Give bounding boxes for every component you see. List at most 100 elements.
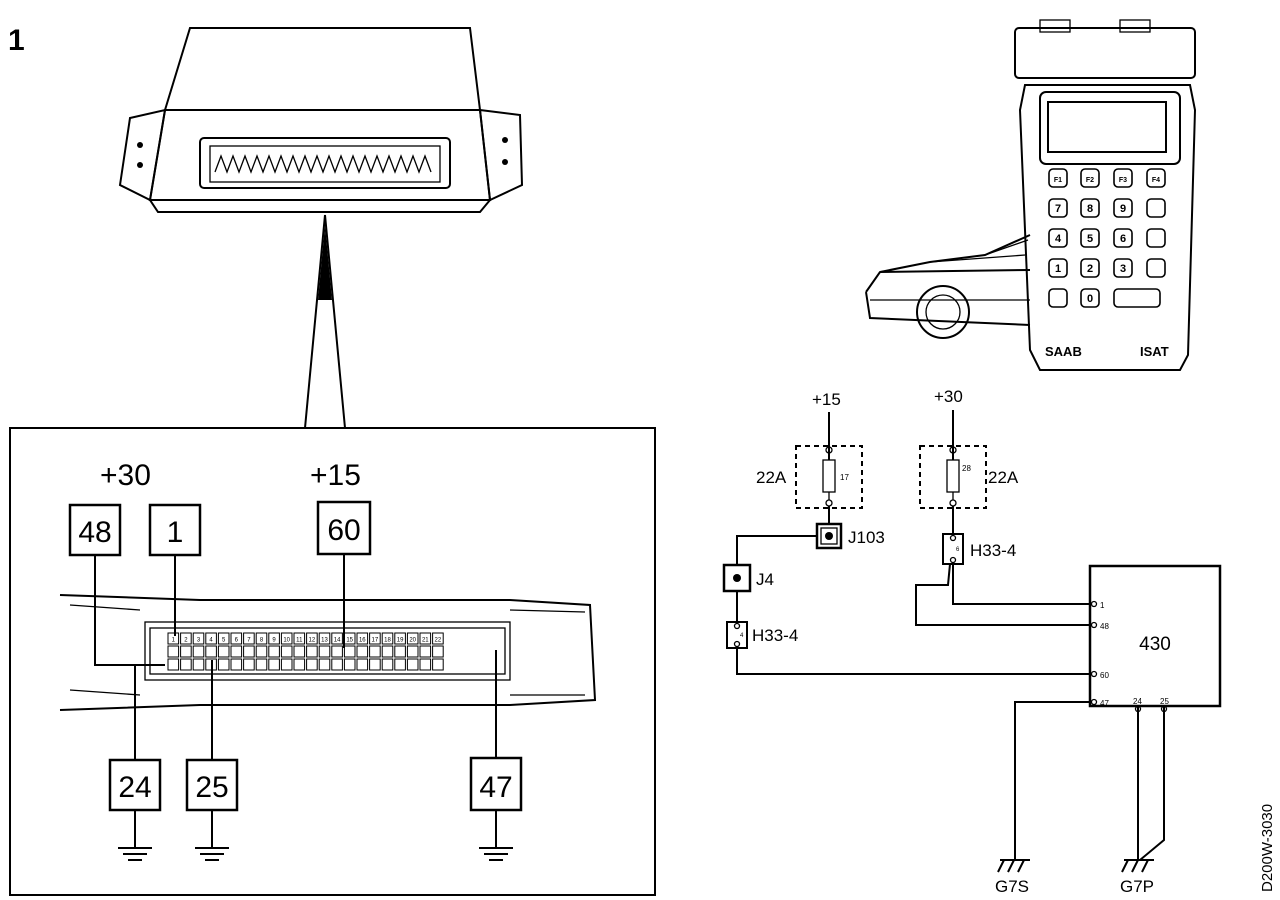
tool-key [1080, 198, 1100, 218]
connector-pin-cell [432, 658, 444, 671]
connector-pin-cell [268, 632, 280, 645]
tool-model: ISAT [1140, 344, 1169, 359]
connector-pin-cell [306, 632, 318, 645]
connector-pin-cell [268, 645, 280, 658]
fuse-box-right-label: 22A [988, 468, 1019, 487]
connector-pin-cell [243, 632, 255, 645]
control-module-illustration [118, 27, 524, 429]
connector-pin-cell [180, 658, 192, 671]
connector-pin-cell [318, 645, 331, 658]
connector-pin-cell [394, 658, 406, 671]
pin-label-47: 47 [479, 771, 512, 804]
tool-key [1080, 228, 1100, 248]
wire-to-g7s [1014, 701, 1090, 860]
connector-pin-number: 13 [321, 638, 328, 644]
connector-pin-cell [419, 632, 432, 645]
ground-g7s-label: G7S [995, 877, 1029, 896]
tool-key-label: F1 [1054, 177, 1062, 184]
connector-pin-cell [255, 632, 268, 645]
tool-key [1080, 288, 1100, 308]
connector-pin-cell [217, 645, 230, 658]
ground-symbol-25 [195, 810, 229, 861]
detail-supply-15: +15 [310, 459, 361, 492]
connector-pin-number: 4 [209, 638, 213, 644]
connector-pin-cell [306, 658, 318, 671]
tool-key-label: 2 [1087, 263, 1093, 275]
tool-key [1113, 228, 1133, 248]
connector-pin-cell [217, 632, 230, 645]
pin-label-24: 24 [118, 771, 151, 804]
wire-pin-25-g7p [1139, 706, 1165, 861]
figure-number: 1 [8, 24, 25, 57]
connector-pin-number: 6 [235, 638, 239, 644]
tool-key [1146, 258, 1166, 278]
connector-pin-cell [167, 632, 180, 645]
connector-pin-cell [381, 632, 394, 645]
tool-key-label: 3 [1120, 263, 1126, 275]
fuse-left-number: 17 [840, 473, 849, 482]
connector-h33-left-label: H33-4 [752, 626, 798, 645]
pin-box-60 [316, 500, 372, 556]
tool-key [1048, 288, 1068, 308]
wire-to-pin-60 [736, 648, 1090, 675]
ground-symbol-g7s [997, 859, 1030, 873]
connector-pin-cell [255, 658, 268, 671]
junction-j103-label: J103 [848, 528, 885, 547]
control-unit-430-label: 430 [1139, 634, 1171, 655]
tool-key [1146, 168, 1166, 188]
tool-key [1048, 168, 1068, 188]
connector-pin-number: 19 [397, 638, 404, 644]
connector-pin-number: 22 [435, 638, 442, 644]
fuse-right: 28 [946, 446, 971, 507]
connector-pin-number: 16 [359, 638, 366, 644]
h33-left-pin: 4 [740, 633, 744, 639]
tool-key-label: 1 [1055, 263, 1061, 275]
tool-key [1048, 198, 1068, 218]
connector-pin-cell [318, 632, 331, 645]
ground-symbol-g7p [1121, 859, 1154, 873]
connector-pin-cell [180, 645, 192, 658]
fuse-box-right [919, 445, 987, 509]
connector-pin-cell [381, 645, 394, 658]
lead-48 [94, 555, 165, 666]
connector-pin-number: 14 [334, 638, 341, 644]
connector-pin-number: 5 [222, 638, 226, 644]
connector-pin-cell [406, 658, 419, 671]
connector-pin-cell [280, 658, 293, 671]
connector-pin-cell [394, 645, 406, 658]
connector-h33-right [942, 533, 964, 565]
connector-pin-cell [293, 632, 306, 645]
connector-pin-cell [356, 645, 369, 658]
tool-key-label: 6 [1120, 233, 1126, 245]
connector-pin-number: 12 [309, 638, 316, 644]
pin-box-25 [185, 758, 239, 812]
fuse-box-left [795, 445, 863, 509]
connector-pin-cell [394, 632, 406, 645]
fuse-left: 17 [822, 446, 849, 507]
tool-key [1080, 168, 1100, 188]
connector-pin-cell [230, 658, 243, 671]
connector-pin-cell [381, 658, 394, 671]
tool-key [1113, 198, 1133, 218]
connector-detail-frame [9, 427, 656, 896]
cu-pin-25: 25 [1160, 697, 1169, 706]
connector-pin-cell [369, 645, 381, 658]
connector-pin-number: 3 [197, 638, 201, 644]
tool-key [1048, 228, 1068, 248]
connector-pin-cell [356, 658, 369, 671]
pin-label-60: 60 [327, 514, 360, 547]
tool-key [1146, 198, 1166, 218]
connector-pin-cell [268, 658, 280, 671]
connector-pin-number: 1 [172, 638, 176, 644]
connector-pin-cell [192, 658, 205, 671]
pin-label-25: 25 [195, 771, 228, 804]
tool-key [1113, 168, 1133, 188]
connector-h33-left [726, 621, 748, 649]
connector-pin-cell [180, 632, 192, 645]
connector-pin-cell [255, 645, 268, 658]
pin-box-47 [469, 756, 523, 812]
wire-to-pin-48 [915, 563, 1090, 626]
